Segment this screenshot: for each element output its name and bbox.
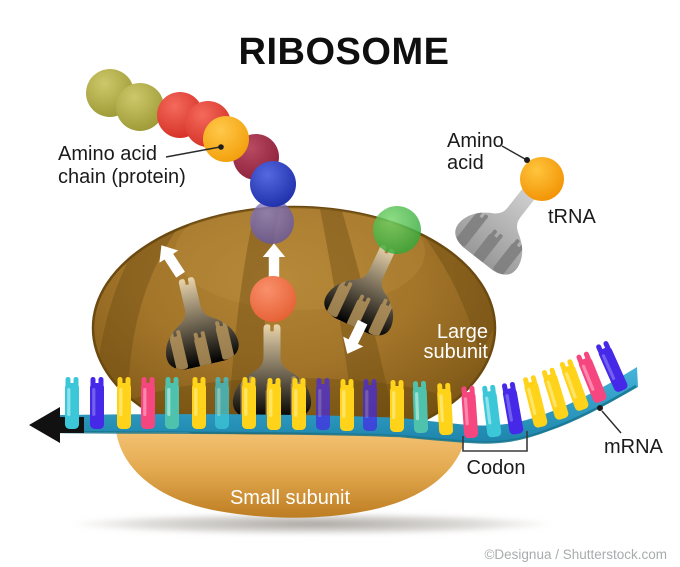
mrna-base-peg [192, 377, 206, 429]
mrna-base-peg [461, 385, 479, 439]
amino-acid-ball [250, 161, 296, 207]
mrna-bases [65, 341, 628, 439]
codon-callout: Codon [462, 431, 528, 479]
free-amino-acid-ball [520, 157, 564, 201]
mrna-label: mRNA [604, 436, 664, 458]
mrna-base-peg [523, 375, 548, 428]
large-subunit-label: Large [437, 321, 488, 343]
mrna-base-peg [541, 367, 569, 420]
mrna-base-peg [501, 381, 524, 435]
mrna-base-peg [292, 378, 306, 430]
amino-acid-ball [116, 83, 164, 131]
mrna-base-peg [559, 359, 589, 411]
amino-acid-chain-callout: Amino acid chain (protein) [58, 143, 224, 188]
amino-acid-callout: Amino acid [447, 130, 530, 174]
mrna-direction-arrow [29, 407, 84, 443]
mrna-base-peg [141, 377, 155, 429]
mrna-base-peg [390, 380, 404, 432]
mrna-base-peg [215, 377, 229, 429]
mrna-base-peg [340, 379, 354, 431]
amino-acid-chain-label: Amino acid [58, 143, 157, 165]
amino-acid-chain-label: chain (protein) [58, 166, 186, 188]
small-subunit: Small subunit [116, 431, 467, 518]
credit-text: ©Designua / Shutterstock.com [484, 547, 667, 562]
mrna-callout: mRNA [597, 405, 664, 458]
mrna-base-peg [412, 380, 429, 434]
mrna-base-peg [596, 341, 628, 392]
mrna-base-peg [437, 382, 454, 436]
codon-label: Codon [467, 457, 526, 479]
site-amino-acid-balls [250, 206, 421, 322]
mrna-base-peg [242, 377, 256, 429]
amino-acid-ball [373, 206, 421, 254]
amino-acid-label: Amino [447, 130, 504, 152]
mrna-base-peg [267, 378, 281, 430]
mrna-base-peg [117, 377, 131, 429]
mrna-base-peg [363, 379, 377, 431]
mrna-base-peg [90, 377, 104, 429]
mrna-base-peg [165, 377, 179, 429]
mrna-base-peg [482, 384, 502, 438]
small-subunit-label: Small subunit [230, 487, 351, 509]
amino-acid-ball [250, 200, 294, 244]
page-title: RIBOSOME [239, 31, 450, 73]
large-subunit-label: subunit [424, 341, 489, 363]
mrna-base-peg [316, 378, 330, 430]
amino-acid-ball [250, 276, 296, 322]
mrna-base-peg [576, 351, 607, 403]
ground-shadow [70, 513, 554, 535]
amino-acid-label: acid [447, 152, 484, 174]
amino-acid-ball [203, 116, 249, 162]
trna-label: tRNA [548, 206, 596, 228]
amino-acid-chain [86, 69, 296, 244]
mrna-base-peg [65, 377, 79, 429]
